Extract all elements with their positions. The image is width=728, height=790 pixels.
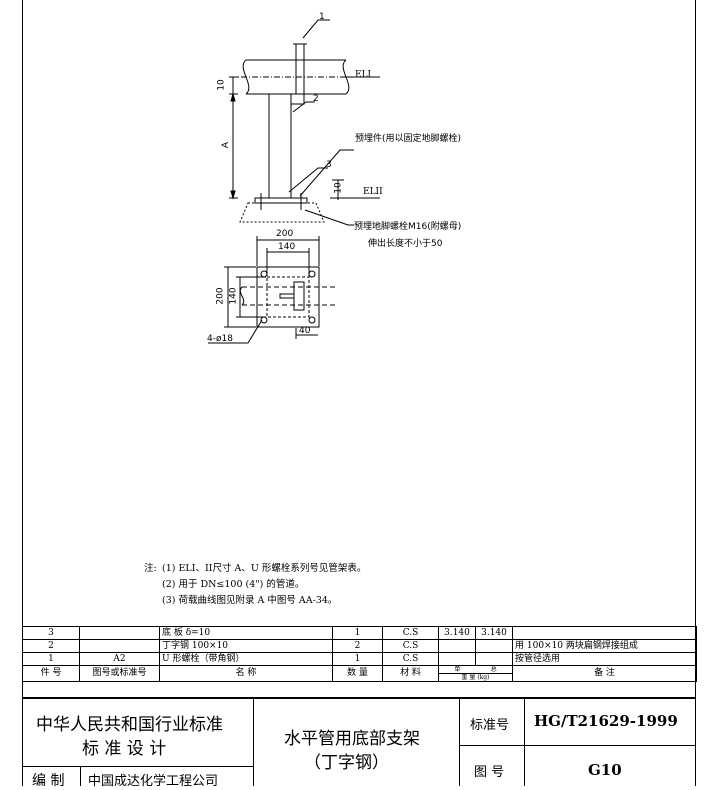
part-name: U 形螺栓（带角钢） <box>159 652 333 666</box>
standard-title: 中华人民共和国行业标准 <box>36 715 223 735</box>
table-row: 1 A2 U 形螺栓（带角钢） 1 C.S 按管径选用 <box>22 652 697 666</box>
part-remark <box>512 626 697 640</box>
compiled-label: 编 制 <box>32 773 65 789</box>
part-remark: 按管径选用 <box>512 652 697 666</box>
part-qty: 1 <box>332 626 383 640</box>
standard-subtitle: 标 准 设 计 <box>82 739 167 759</box>
part-qty: 1 <box>332 652 383 666</box>
anchor-bolt-label: 预埋地脚螺栓M16(附螺母) <box>354 222 462 232</box>
header-name: 名 称 <box>159 665 333 682</box>
header-qty: 数 量 <box>332 665 383 682</box>
concrete-base <box>239 202 325 223</box>
compiled-by: 中国成达化学工程公司 <box>88 774 219 789</box>
callout-3: 3 <box>326 160 332 170</box>
header-remark: 备 注 <box>512 665 697 682</box>
plan-hole <box>308 270 316 278</box>
leader-3 <box>288 167 328 193</box>
note-line: (3) 荷载曲线图见附录 A 中图号 AA-34。 <box>162 595 338 606</box>
part-ref <box>79 626 160 640</box>
elevation-el1: ELI <box>355 70 372 80</box>
dim-10-bottom: 10 <box>333 182 344 194</box>
callout-1: 1 <box>319 12 325 22</box>
leader-anchor <box>304 209 354 226</box>
embedded-part-label: 预埋件(用以固定地脚螺栓) <box>355 134 462 144</box>
title-block: 中华人民共和国行业标准 标 准 设 计 编 制 中国成达化学工程公司 水平管用底… <box>22 697 696 789</box>
base-plate <box>254 197 308 204</box>
drawing-no-label: 图 号 <box>474 765 505 780</box>
callout-2: 2 <box>313 94 319 104</box>
leader-2 <box>292 101 315 113</box>
anchor-bolts <box>260 193 302 210</box>
plan-dim-200-vertical: 200 <box>215 287 226 305</box>
elevation-el2: ELII <box>363 187 383 197</box>
part-no: 3 <box>22 626 80 640</box>
note-line: (1) ELI、II尺寸 A、U 形螺栓系列号见管架表。 <box>162 563 367 574</box>
u-bolt <box>295 44 305 94</box>
parts-table: 3 底 板 δ=10 1 C.S 3.140 3.140 2 丁字钢 100×1… <box>22 626 697 682</box>
part-material: C.S <box>382 652 439 666</box>
part-no: 2 <box>22 639 80 653</box>
notes-prefix: 注: <box>144 563 157 574</box>
table-row: 2 丁字钢 100×10 2 C.S 用 100×10 两块扁钢焊接组成 <box>22 639 697 653</box>
leader-embedded <box>299 149 354 197</box>
plan-dim-140: 140 <box>278 242 296 252</box>
plan-hole <box>308 316 316 324</box>
part-total-weight <box>475 639 513 653</box>
table-row: 3 底 板 δ=10 1 C.S 3.140 3.140 <box>22 626 697 640</box>
part-ref: A2 <box>79 652 160 666</box>
plan-base-plate <box>256 266 320 328</box>
header-total: 总 <box>490 666 497 674</box>
leader-1 <box>302 19 330 39</box>
part-unit-weight <box>438 652 476 666</box>
part-total-weight <box>475 652 513 666</box>
header-no: 件 号 <box>22 665 80 682</box>
angle-bracket <box>291 93 305 105</box>
drawing-title: 水平管用底部支架 <box>284 729 420 749</box>
header-material: 材 料 <box>382 665 439 682</box>
header-weight: 单 总 重 量 (kg) <box>438 665 513 682</box>
header-ref: 图号或标准号 <box>79 665 160 682</box>
drawing-frame <box>22 0 696 786</box>
dim-A: A <box>221 141 232 149</box>
anchor-bolt-note: 伸出长度不小于50 <box>368 239 443 249</box>
dim-10-top: 10 <box>216 79 227 91</box>
plan-pipe <box>242 286 336 306</box>
part-name: 丁字钢 100×10 <box>159 639 333 653</box>
part-material: C.S <box>382 639 439 653</box>
tee-steel-column <box>268 93 292 199</box>
part-name: 底 板 δ=10 <box>159 626 333 640</box>
table-header-row: 件 号 图号或标准号 名 称 数 量 材 料 单 总 重 量 (kg) 备 注 <box>22 665 697 682</box>
header-weight-label: 重 量 (kg) <box>439 673 512 681</box>
holes-label: 4-ø18 <box>207 334 233 344</box>
plan-dim-40: 40 <box>299 326 311 336</box>
elevation-drawing <box>208 19 380 344</box>
part-material: C.S <box>382 626 439 640</box>
plan-hole <box>260 270 268 278</box>
header-unit: 单 <box>454 666 461 674</box>
plan-tee <box>293 281 305 311</box>
plan-dim-140-vertical: 140 <box>228 287 239 305</box>
part-remark: 用 100×10 两块扁钢焊接组成 <box>512 639 697 653</box>
std-no-label: 标准号 <box>470 718 510 733</box>
holes-leader <box>208 319 263 344</box>
plan-dim-200: 200 <box>276 229 294 239</box>
drawing-subtitle: （丁字钢） <box>304 753 389 773</box>
part-no: 1 <box>22 652 80 666</box>
part-unit-weight <box>438 639 476 653</box>
part-unit-weight: 3.140 <box>438 626 476 640</box>
part-ref <box>79 639 160 653</box>
drawing-no: G10 <box>588 761 622 779</box>
part-total-weight: 3.140 <box>475 626 513 640</box>
std-no: HG/T21629-1999 <box>534 712 678 730</box>
note-line: (2) 用于 DN≤100 (4") 的管道。 <box>162 579 305 590</box>
part-qty: 2 <box>332 639 383 653</box>
